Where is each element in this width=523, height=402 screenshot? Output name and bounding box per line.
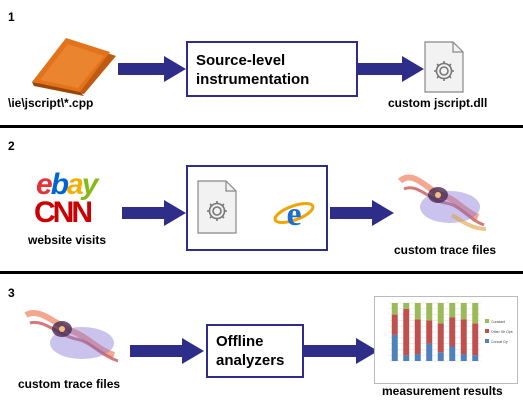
arrow-right-icon — [118, 56, 186, 82]
step-number-1: 1 — [8, 10, 15, 24]
step-number-2: 2 — [8, 139, 15, 153]
trace-files-icon — [394, 165, 490, 239]
instrumentation-box: Source-level instrumentation — [186, 41, 358, 97]
execution-box: e — [186, 165, 328, 251]
measurement-results-label: measurement results — [382, 384, 503, 398]
dll-file-icon — [424, 41, 464, 93]
legend-swatch — [485, 329, 489, 333]
offline-analyzers-box: Offline analyzers — [206, 324, 304, 378]
separator-line — [0, 125, 523, 128]
arrow-right-icon — [130, 338, 204, 364]
thumbnail-bar — [449, 303, 456, 361]
arrow-right-icon — [304, 338, 378, 364]
arrow-right-icon — [330, 200, 394, 226]
internet-explorer-icon: e — [273, 196, 315, 233]
arrow-right-icon — [358, 56, 424, 82]
legend-label: Concat Op — [491, 340, 508, 344]
thumbnail-bar — [437, 303, 444, 361]
legend-label: Constant — [491, 320, 505, 324]
thumbnail-bar — [472, 303, 479, 361]
website-visits-label: website visits — [28, 233, 107, 247]
trace-files-input-label: custom trace files — [18, 377, 121, 391]
legend-swatch — [485, 319, 489, 323]
thumbnail-bar — [391, 303, 398, 361]
instrumentation-box-line2: instrumentation — [196, 71, 310, 88]
thumbnail-bar — [414, 303, 421, 361]
thumbnail-bar — [403, 303, 410, 361]
instrumentation-box-line1: Source-level — [196, 52, 286, 69]
trace-files-label: custom trace files — [394, 243, 497, 257]
thumbnail-bar — [426, 303, 433, 361]
offline-analyzers-line1: Offline — [216, 333, 264, 350]
step-number-3: 3 — [8, 286, 15, 300]
legend-swatch — [485, 339, 489, 343]
source-files-label: \ie\jscript\*.cpp — [8, 96, 94, 110]
separator-line — [0, 271, 523, 274]
dll-file-icon — [197, 180, 237, 234]
cnn-logo: CNN — [34, 196, 93, 229]
ebay-logo: ebay — [36, 168, 98, 201]
trace-files-icon — [22, 305, 122, 373]
folder-icon — [32, 38, 116, 96]
thumbnail-bar — [460, 303, 467, 361]
offline-analyzers-line2: analyzers — [216, 352, 285, 369]
legend-label: Other Str Ops — [491, 330, 513, 334]
arrow-right-icon — [122, 200, 186, 226]
dll-output-label: custom jscript.dll — [388, 96, 488, 110]
svg-text:e: e — [286, 196, 301, 233]
